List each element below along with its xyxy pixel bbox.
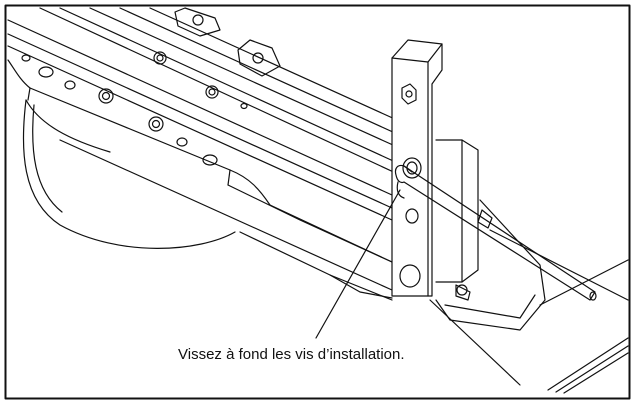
rail-holes xyxy=(21,54,248,166)
guide-rail xyxy=(7,7,409,301)
motor-housing xyxy=(22,99,236,249)
base-plate xyxy=(429,229,629,394)
callout-leader xyxy=(315,189,401,339)
hex-key xyxy=(394,164,597,301)
rail-screws xyxy=(98,51,219,132)
figure-border xyxy=(4,4,631,400)
rail-clamps xyxy=(174,7,281,77)
callout-label: Vissez à fond les vis d’installation. xyxy=(178,346,405,363)
carriage-block xyxy=(435,139,546,331)
